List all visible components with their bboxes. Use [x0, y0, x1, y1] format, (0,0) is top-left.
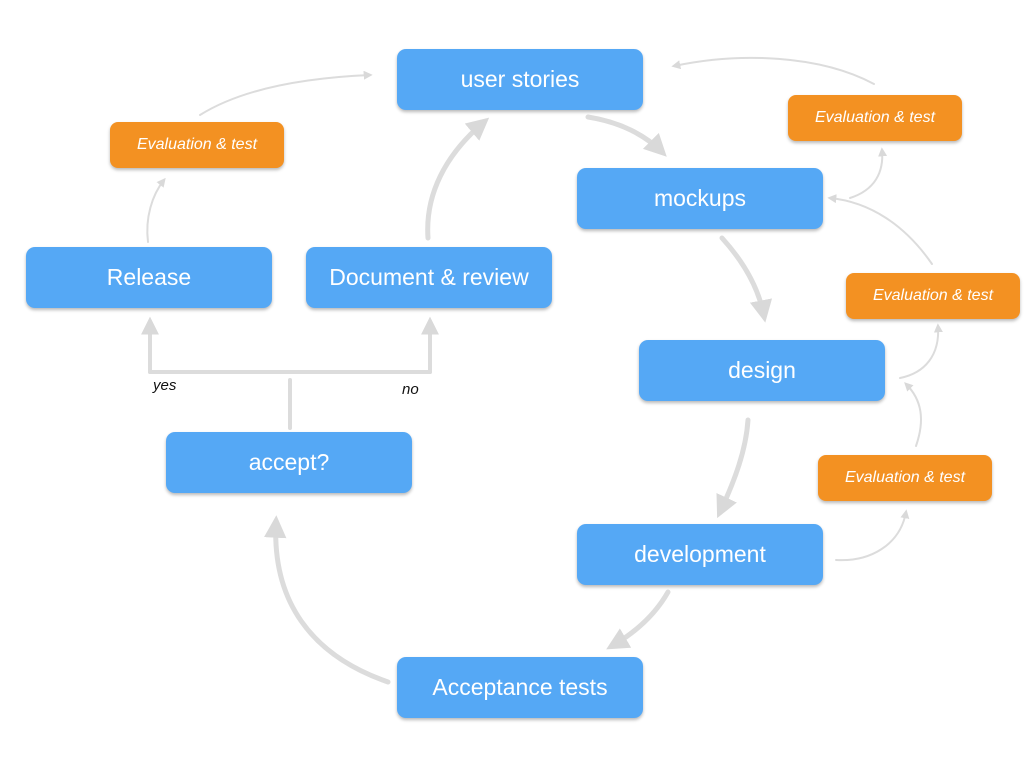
node-acceptance-tests[interactable]: Acceptance tests — [397, 657, 643, 718]
arrow-deveval-to-design — [904, 382, 922, 447]
arrow-mockups-to-eval — [849, 147, 888, 199]
arrow-mockups-to-design — [719, 235, 773, 323]
arrow-design-to-development — [716, 417, 751, 519]
arrow-document-to-userstories — [425, 117, 490, 241]
eval-release[interactable]: Evaluation & test — [110, 122, 284, 168]
arrow-development-to-eval — [835, 509, 910, 562]
node-user-stories[interactable]: user stories — [397, 49, 643, 110]
branch-label-no: no — [402, 381, 419, 398]
arrow-release-to-eval — [146, 177, 166, 243]
arrow-userstories-to-mockups — [585, 114, 667, 157]
branch-label-yes: yes — [153, 377, 177, 394]
arrow-designeval-to-mockups — [827, 194, 933, 265]
node-release[interactable]: Release — [26, 247, 272, 308]
node-design[interactable]: design — [639, 340, 885, 401]
node-accept[interactable]: accept? — [166, 432, 412, 493]
arrow-releaseeval-to-userstories — [199, 70, 373, 116]
arrow-design-to-eval — [899, 323, 943, 379]
arrow-development-to-acceptance — [606, 589, 671, 650]
eval-mockups[interactable]: Evaluation & test — [788, 95, 962, 141]
node-mockups[interactable]: mockups — [577, 168, 823, 229]
node-document-review[interactable]: Document & review — [306, 247, 552, 308]
eval-development[interactable]: Evaluation & test — [818, 455, 992, 501]
eval-design[interactable]: Evaluation & test — [846, 273, 1020, 319]
arrow-acceptance-to-accept — [263, 515, 391, 685]
arrow-mockupseval-to-userstories — [671, 56, 875, 85]
node-development[interactable]: development — [577, 524, 823, 585]
